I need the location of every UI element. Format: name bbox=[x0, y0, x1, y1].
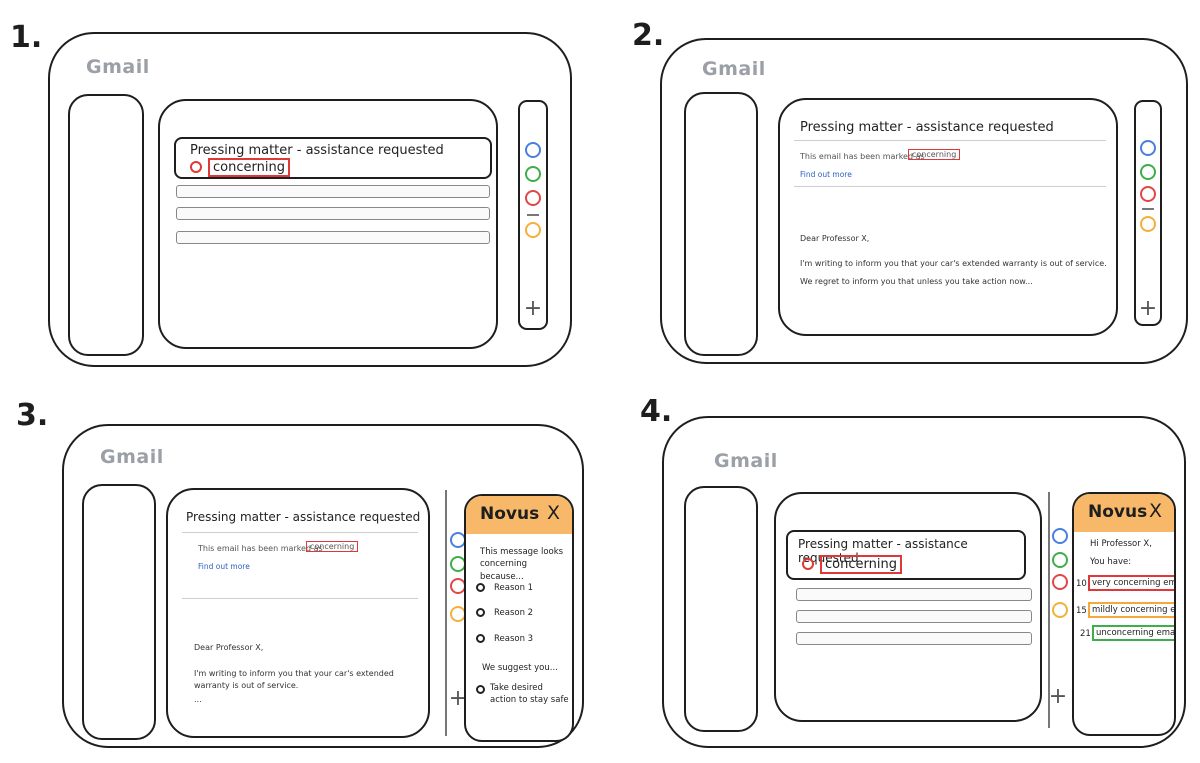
email-line: I'm writing to inform you that your car'… bbox=[194, 669, 394, 690]
step-number-3: 3. bbox=[16, 398, 49, 433]
keep-icon[interactable] bbox=[1052, 552, 1068, 568]
inbox-panel: Pressing matter - assistance requested c… bbox=[774, 492, 1042, 722]
addon-icon[interactable] bbox=[525, 222, 541, 238]
novus-title: Novus bbox=[480, 504, 540, 524]
novus-panel: Novus X This message looks concerning be… bbox=[464, 494, 574, 742]
unconcerning-link[interactable]: unconcerning emails bbox=[1092, 625, 1174, 641]
you-have-label: You have: bbox=[1090, 557, 1132, 567]
email-view: Pressing matter - assistance requested T… bbox=[166, 488, 430, 738]
count-unconcerning: 21 bbox=[1080, 629, 1091, 639]
novus-panel: Novus X Hi Professor X, You have: 10 ver… bbox=[1072, 492, 1176, 736]
novus-intro: This message looks concerning because... bbox=[480, 547, 564, 582]
email-row[interactable] bbox=[176, 207, 490, 220]
concerning-tag: concerning bbox=[820, 555, 902, 574]
email-view: Pressing matter - assistance requested T… bbox=[778, 98, 1118, 336]
count-very: 10 bbox=[1076, 579, 1087, 589]
email-row[interactable] bbox=[176, 231, 490, 244]
left-sidebar[interactable] bbox=[82, 484, 156, 740]
concern-dot-icon bbox=[190, 161, 202, 173]
count-mild: 15 bbox=[1076, 606, 1087, 616]
rail-line bbox=[445, 490, 447, 736]
email-greeting: Dear Professor X, bbox=[800, 234, 870, 243]
keep-icon[interactable] bbox=[525, 166, 541, 182]
action-icon bbox=[476, 685, 485, 694]
suggested-action[interactable]: Take desired action to stay safe bbox=[490, 683, 569, 706]
reason-icon bbox=[476, 634, 485, 643]
tasks-icon[interactable] bbox=[1140, 186, 1156, 202]
reason-3: Reason 3 bbox=[494, 634, 534, 644]
add-icon[interactable]: + bbox=[448, 686, 468, 711]
side-rail: + bbox=[518, 100, 548, 330]
tasks-icon[interactable] bbox=[1052, 574, 1068, 590]
marked-notice: This email has been marked as bbox=[800, 152, 925, 161]
rail-divider bbox=[527, 214, 539, 216]
email-row[interactable] bbox=[176, 185, 490, 198]
gmail-logo: Gmail bbox=[100, 446, 164, 468]
left-sidebar[interactable] bbox=[684, 486, 758, 732]
add-icon[interactable]: + bbox=[1138, 296, 1158, 321]
email-card[interactable]: Pressing matter - assistance requested c… bbox=[786, 530, 1026, 580]
gmail-logo: Gmail bbox=[86, 56, 150, 78]
concerning-tag: concerning bbox=[306, 541, 359, 552]
find-out-more-link[interactable]: Find out more bbox=[800, 170, 852, 179]
email-row[interactable] bbox=[796, 632, 1032, 645]
email-card[interactable]: Pressing matter - assistance requested c… bbox=[174, 137, 492, 179]
step-number-4: 4. bbox=[640, 394, 673, 429]
novus-greeting: Hi Professor X, bbox=[1090, 539, 1152, 549]
device-frame-3: Gmail Pressing matter - assistance reque… bbox=[62, 424, 584, 748]
step-number-2: 2. bbox=[632, 18, 665, 53]
email-subject: Pressing matter - assistance requested bbox=[800, 120, 1054, 135]
novus-title: Novus bbox=[1088, 502, 1148, 522]
close-icon[interactable]: X bbox=[1148, 500, 1162, 522]
concern-dot-icon bbox=[802, 558, 814, 570]
keep-icon[interactable] bbox=[1140, 164, 1156, 180]
rail-divider bbox=[1142, 208, 1154, 210]
suggest-text: We suggest you... bbox=[482, 663, 558, 673]
novus-header bbox=[1074, 494, 1174, 532]
email-subject: Pressing matter - assistance requested bbox=[186, 510, 421, 524]
mildly-concerning-link[interactable]: mildly concerning emails bbox=[1088, 602, 1174, 618]
concerning-tag: concerning bbox=[208, 158, 290, 177]
device-frame-2: Gmail Pressing matter - assistance reque… bbox=[660, 38, 1188, 364]
reason-2: Reason 2 bbox=[494, 608, 534, 618]
left-sidebar[interactable] bbox=[68, 94, 144, 356]
calendar-icon[interactable] bbox=[1140, 140, 1156, 156]
email-subject: Pressing matter - assistance requested bbox=[190, 143, 444, 158]
email-row[interactable] bbox=[796, 588, 1032, 601]
device-frame-1: Gmail Pressing matter - assistance reque… bbox=[48, 32, 572, 367]
side-rail: + bbox=[1134, 100, 1162, 326]
email-line: We regret to inform you that unless you … bbox=[800, 277, 1033, 286]
left-sidebar[interactable] bbox=[684, 92, 758, 356]
reason-icon bbox=[476, 608, 485, 617]
marked-notice: This email has been marked as bbox=[198, 544, 323, 553]
very-concerning-link[interactable]: very concerning emails bbox=[1088, 575, 1174, 591]
addon-icon[interactable] bbox=[1052, 602, 1068, 618]
add-icon[interactable]: + bbox=[1048, 684, 1068, 709]
add-icon[interactable]: + bbox=[523, 296, 543, 321]
step-number-1: 1. bbox=[10, 20, 43, 55]
calendar-icon[interactable] bbox=[525, 142, 541, 158]
close-icon[interactable]: X bbox=[546, 502, 560, 524]
rail-line bbox=[1048, 492, 1050, 728]
email-greeting: Dear Professor X, bbox=[194, 643, 264, 652]
gmail-logo: Gmail bbox=[714, 450, 778, 472]
email-row[interactable] bbox=[796, 610, 1032, 623]
device-frame-4: Gmail Pressing matter - assistance reque… bbox=[662, 416, 1186, 748]
email-line: I'm writing to inform you that your car'… bbox=[800, 259, 1107, 268]
tasks-icon[interactable] bbox=[525, 190, 541, 206]
find-out-more-link[interactable]: Find out more bbox=[198, 562, 250, 571]
inbox-panel: Pressing matter - assistance requested c… bbox=[158, 99, 498, 349]
calendar-icon[interactable] bbox=[1052, 528, 1068, 544]
email-ellipsis: ... bbox=[194, 695, 202, 704]
novus-header bbox=[466, 496, 572, 534]
addon-icon[interactable] bbox=[1140, 216, 1156, 232]
reason-1: Reason 1 bbox=[494, 583, 534, 593]
reason-icon bbox=[476, 583, 485, 592]
concerning-tag: concerning bbox=[908, 149, 961, 160]
gmail-logo: Gmail bbox=[702, 58, 766, 80]
